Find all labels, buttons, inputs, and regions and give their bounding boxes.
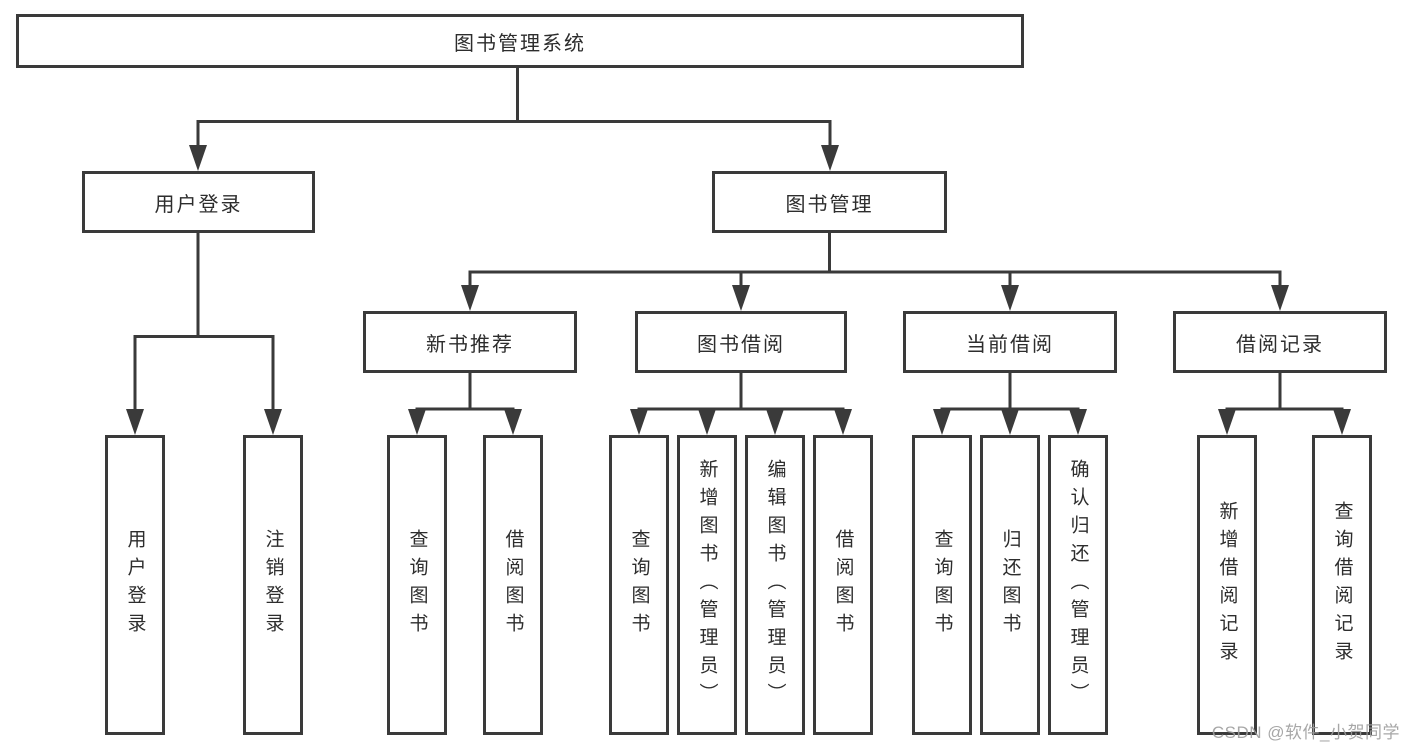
arrowhead-icon [732,285,750,311]
leaf-borrow-books-recommend-label: 借阅图书 [502,529,524,641]
connector-user-login-to-leaves [126,233,282,435]
leaf-edit-books-admin: 编辑图书（管理员） [745,435,805,735]
arrowhead-icon [126,409,144,435]
node-new-book-recommend: 新书推荐 [363,311,577,373]
node-user-login: 用户登录 [82,171,315,233]
leaf-query-borrow-record: 查询借阅记录 [1312,435,1372,735]
leaf-add-books-admin: 新增图书（管理员） [677,435,737,735]
leaf-confirm-return-admin-label: 确认归还（管理员） [1067,459,1089,711]
leaf-return-books: 归还图书 [980,435,1040,735]
leaf-edit-books-admin-label: 编辑图书（管理员） [764,459,786,711]
node-borrow-records: 借阅记录 [1173,311,1387,373]
leaf-query-books-current: 查询图书 [912,435,972,735]
connector-book-borrow-to-leaves [630,373,852,435]
node-current-borrow-label: 当前借阅 [966,333,1054,356]
arrowhead-icon [1271,285,1289,311]
leaf-query-books-recommend-label: 查询图书 [406,529,428,641]
arrowhead-icon [1001,409,1019,435]
leaf-user-login-label: 用户登录 [124,529,146,641]
connector-borrow-records-to-leaves [1218,373,1351,435]
connector-root-to-level2 [189,68,839,171]
node-book-management: 图书管理 [712,171,947,233]
leaf-borrow-books-recommend: 借阅图书 [483,435,543,735]
arrowhead-icon [1001,285,1019,311]
leaf-logout-label: 注销登录 [262,529,284,641]
arrowhead-icon [189,145,207,171]
leaf-return-books-label: 归还图书 [999,529,1021,641]
leaf-borrow-books: 借阅图书 [813,435,873,735]
node-library-management-system: 图书管理系统 [16,14,1024,68]
arrowhead-icon [1218,409,1236,435]
leaf-add-borrow-record-label: 新增借阅记录 [1216,501,1238,669]
leaf-query-books-borrow: 查询图书 [609,435,669,735]
node-new-book-recommend-label: 新书推荐 [426,333,514,356]
leaf-query-books-borrow-label: 查询图书 [628,529,650,641]
node-book-borrow-label: 图书借阅 [697,333,785,356]
leaf-query-books-recommend: 查询图书 [387,435,447,735]
leaf-user-login: 用户登录 [105,435,165,735]
leaf-query-books-current-label: 查询图书 [931,529,953,641]
arrowhead-icon [1069,409,1087,435]
node-current-borrow: 当前借阅 [903,311,1117,373]
arrowhead-icon [821,145,839,171]
node-library-management-system-label: 图书管理系统 [454,32,586,55]
arrowhead-icon [1333,409,1351,435]
arrowhead-icon [933,409,951,435]
connector-new-book-recommend-to-leaves [408,373,522,435]
arrowhead-icon [630,409,648,435]
connector-book-management-to-level3 [461,233,1289,311]
leaf-confirm-return-admin: 确认归还（管理员） [1048,435,1108,735]
leaf-borrow-books-label: 借阅图书 [832,529,854,641]
arrowhead-icon [461,285,479,311]
arrowhead-icon [766,409,784,435]
leaf-add-books-admin-label: 新增图书（管理员） [696,459,718,711]
arrowhead-icon [698,409,716,435]
arrowhead-icon [504,409,522,435]
node-book-management-label: 图书管理 [785,193,874,216]
arrowhead-icon [408,409,426,435]
connector-current-borrow-to-leaves [933,373,1087,435]
arrowhead-icon [834,409,852,435]
leaf-query-borrow-record-label: 查询借阅记录 [1331,501,1353,669]
node-user-login-label: 用户登录 [154,193,243,216]
node-book-borrow: 图书借阅 [635,311,847,373]
leaf-add-borrow-record: 新增借阅记录 [1197,435,1257,735]
node-borrow-records-label: 借阅记录 [1236,333,1324,356]
leaf-logout: 注销登录 [243,435,303,735]
arrowhead-icon [264,409,282,435]
